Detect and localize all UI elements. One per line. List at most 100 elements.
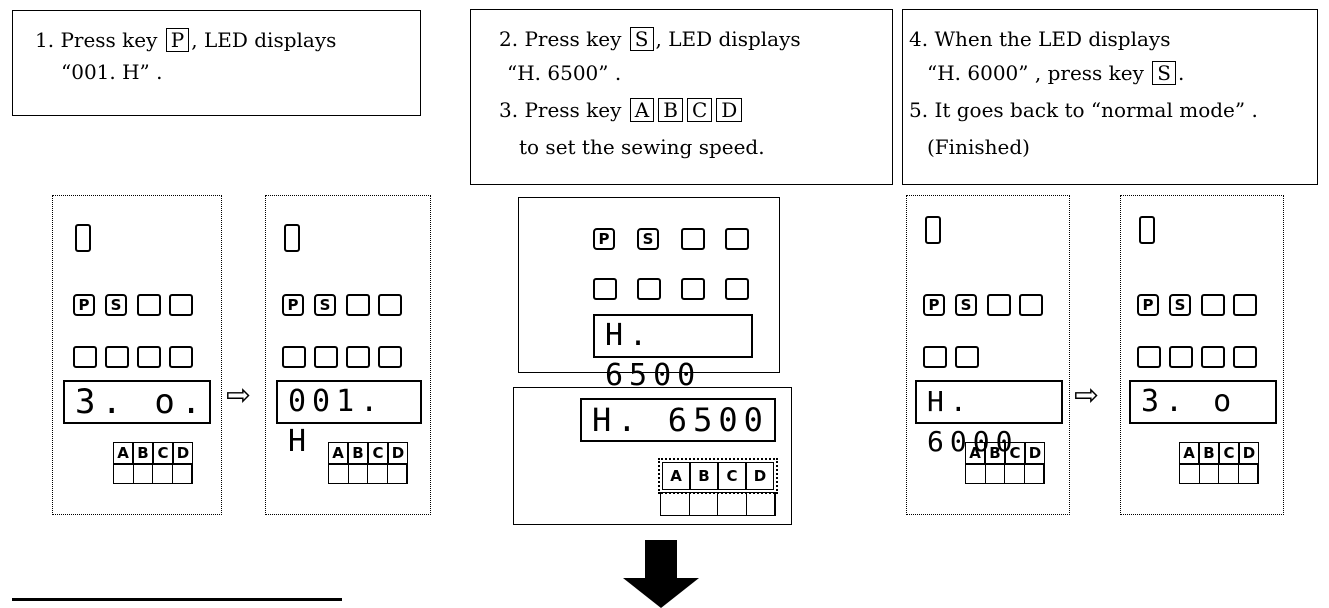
key-d-label: D: [716, 98, 743, 122]
counter-icon: [137, 346, 161, 368]
key-a-label: A: [629, 98, 655, 122]
step2-prefix: 2. Press key: [499, 27, 622, 51]
backtack-icon: [593, 278, 617, 300]
key-c-label: C: [686, 98, 713, 122]
trimmer-icon: [725, 278, 749, 300]
trimmer-icon: [1233, 346, 1257, 368]
needle-down-icon: [725, 228, 749, 250]
needle-down-icon: [169, 294, 193, 316]
p-key[interactable]: P: [282, 294, 304, 316]
soft-start-icon: [105, 346, 129, 368]
backtack-icon: [282, 346, 306, 368]
led-display: 3. o: [1129, 380, 1277, 424]
mode-icons: [965, 464, 1045, 484]
c-key[interactable]: C: [368, 442, 388, 464]
instruction-box-3: 4. When the LED displays “H. 6000” , pre…: [902, 9, 1318, 185]
step5-line1: 5. It goes back to “normal mode” .: [909, 98, 1258, 122]
a-key[interactable]: A: [1179, 442, 1199, 464]
b-key[interactable]: B: [690, 462, 718, 490]
a-key[interactable]: A: [113, 442, 133, 464]
c-key[interactable]: C: [718, 462, 746, 490]
soft-start-icon: [637, 278, 661, 300]
c-key[interactable]: C: [153, 442, 173, 464]
key-b-label: B: [658, 98, 683, 122]
d-key[interactable]: D: [746, 462, 774, 490]
a-key[interactable]: A: [662, 462, 690, 490]
power-icon: [1139, 216, 1155, 244]
needle-up-icon: [137, 294, 161, 316]
backtack-icon: [923, 346, 947, 368]
mode-icons: [660, 492, 776, 516]
b-key[interactable]: B: [1199, 442, 1219, 464]
key-s-label-2: S: [1152, 61, 1176, 85]
s-key[interactable]: S: [1169, 294, 1191, 316]
c-key[interactable]: C: [1219, 442, 1239, 464]
led-display: 001. H: [276, 380, 422, 459]
needle-up-icon: [346, 294, 370, 316]
step5-line2: (Finished): [927, 135, 1030, 159]
s-key[interactable]: S: [637, 228, 659, 250]
p-key[interactable]: P: [593, 228, 615, 250]
d-key[interactable]: D: [1239, 442, 1259, 464]
a-key[interactable]: A: [328, 442, 348, 464]
a-key[interactable]: A: [965, 442, 985, 464]
s-key[interactable]: S: [314, 294, 336, 316]
right-arrow-icon: ⇨: [226, 378, 252, 413]
led-display: H. 6500: [580, 398, 776, 442]
needle-up-icon: [1201, 294, 1225, 316]
soft-start-icon: [1169, 346, 1193, 368]
d-key[interactable]: D: [388, 442, 408, 464]
step1-prefix: 1. Press key: [35, 28, 158, 52]
mode-icons: [1179, 464, 1259, 484]
b-key[interactable]: B: [348, 442, 368, 464]
needle-down-icon: [378, 294, 402, 316]
b-key[interactable]: B: [133, 442, 153, 464]
step3-line2: to set the sewing speed.: [519, 135, 765, 159]
soft-start-icon: [314, 346, 338, 368]
needle-down-icon: [1233, 294, 1257, 316]
needle-down-icon: [1019, 294, 1043, 316]
step4-suffix: .: [1177, 61, 1185, 85]
led-display: H. 6000: [915, 380, 1063, 458]
backtack-icon: [1137, 346, 1161, 368]
footer-rule: [12, 598, 342, 601]
instruction-box-1: 1. Press key P, LED displays “001. H” .: [12, 10, 421, 116]
led-display: 3. o.: [63, 380, 211, 424]
step2-line2: “H. 6500” .: [507, 61, 622, 85]
c-key[interactable]: C: [1005, 442, 1025, 464]
p-key[interactable]: P: [1137, 294, 1159, 316]
mode-icons: [328, 464, 408, 484]
step4-line2: “H. 6000” , press key: [927, 61, 1144, 85]
trimmer-icon: [378, 346, 402, 368]
counter-icon: [1201, 346, 1225, 368]
s-key[interactable]: S: [105, 294, 127, 316]
key-s-label: S: [629, 27, 654, 51]
led-display: H. 6500: [593, 314, 753, 393]
p-key[interactable]: P: [73, 294, 95, 316]
p-key[interactable]: P: [923, 294, 945, 316]
d-key[interactable]: D: [173, 442, 193, 464]
power-icon: [284, 224, 300, 252]
s-key[interactable]: S: [955, 294, 977, 316]
step1-line2: “001. H” .: [61, 60, 163, 84]
step4-line1: 4. When the LED displays: [909, 27, 1171, 51]
power-icon: [75, 224, 91, 252]
mode-icons: [113, 464, 193, 484]
soft-start-icon: [955, 346, 979, 368]
b-key[interactable]: B: [985, 442, 1005, 464]
step3-prefix: 3. Press key: [499, 98, 622, 122]
counter-icon: [346, 346, 370, 368]
step2-suffix: , LED displays: [655, 27, 801, 51]
instruction-box-2: 2. Press key S, LED displays “H. 6500” .…: [470, 9, 893, 185]
d-key[interactable]: D: [1025, 442, 1045, 464]
